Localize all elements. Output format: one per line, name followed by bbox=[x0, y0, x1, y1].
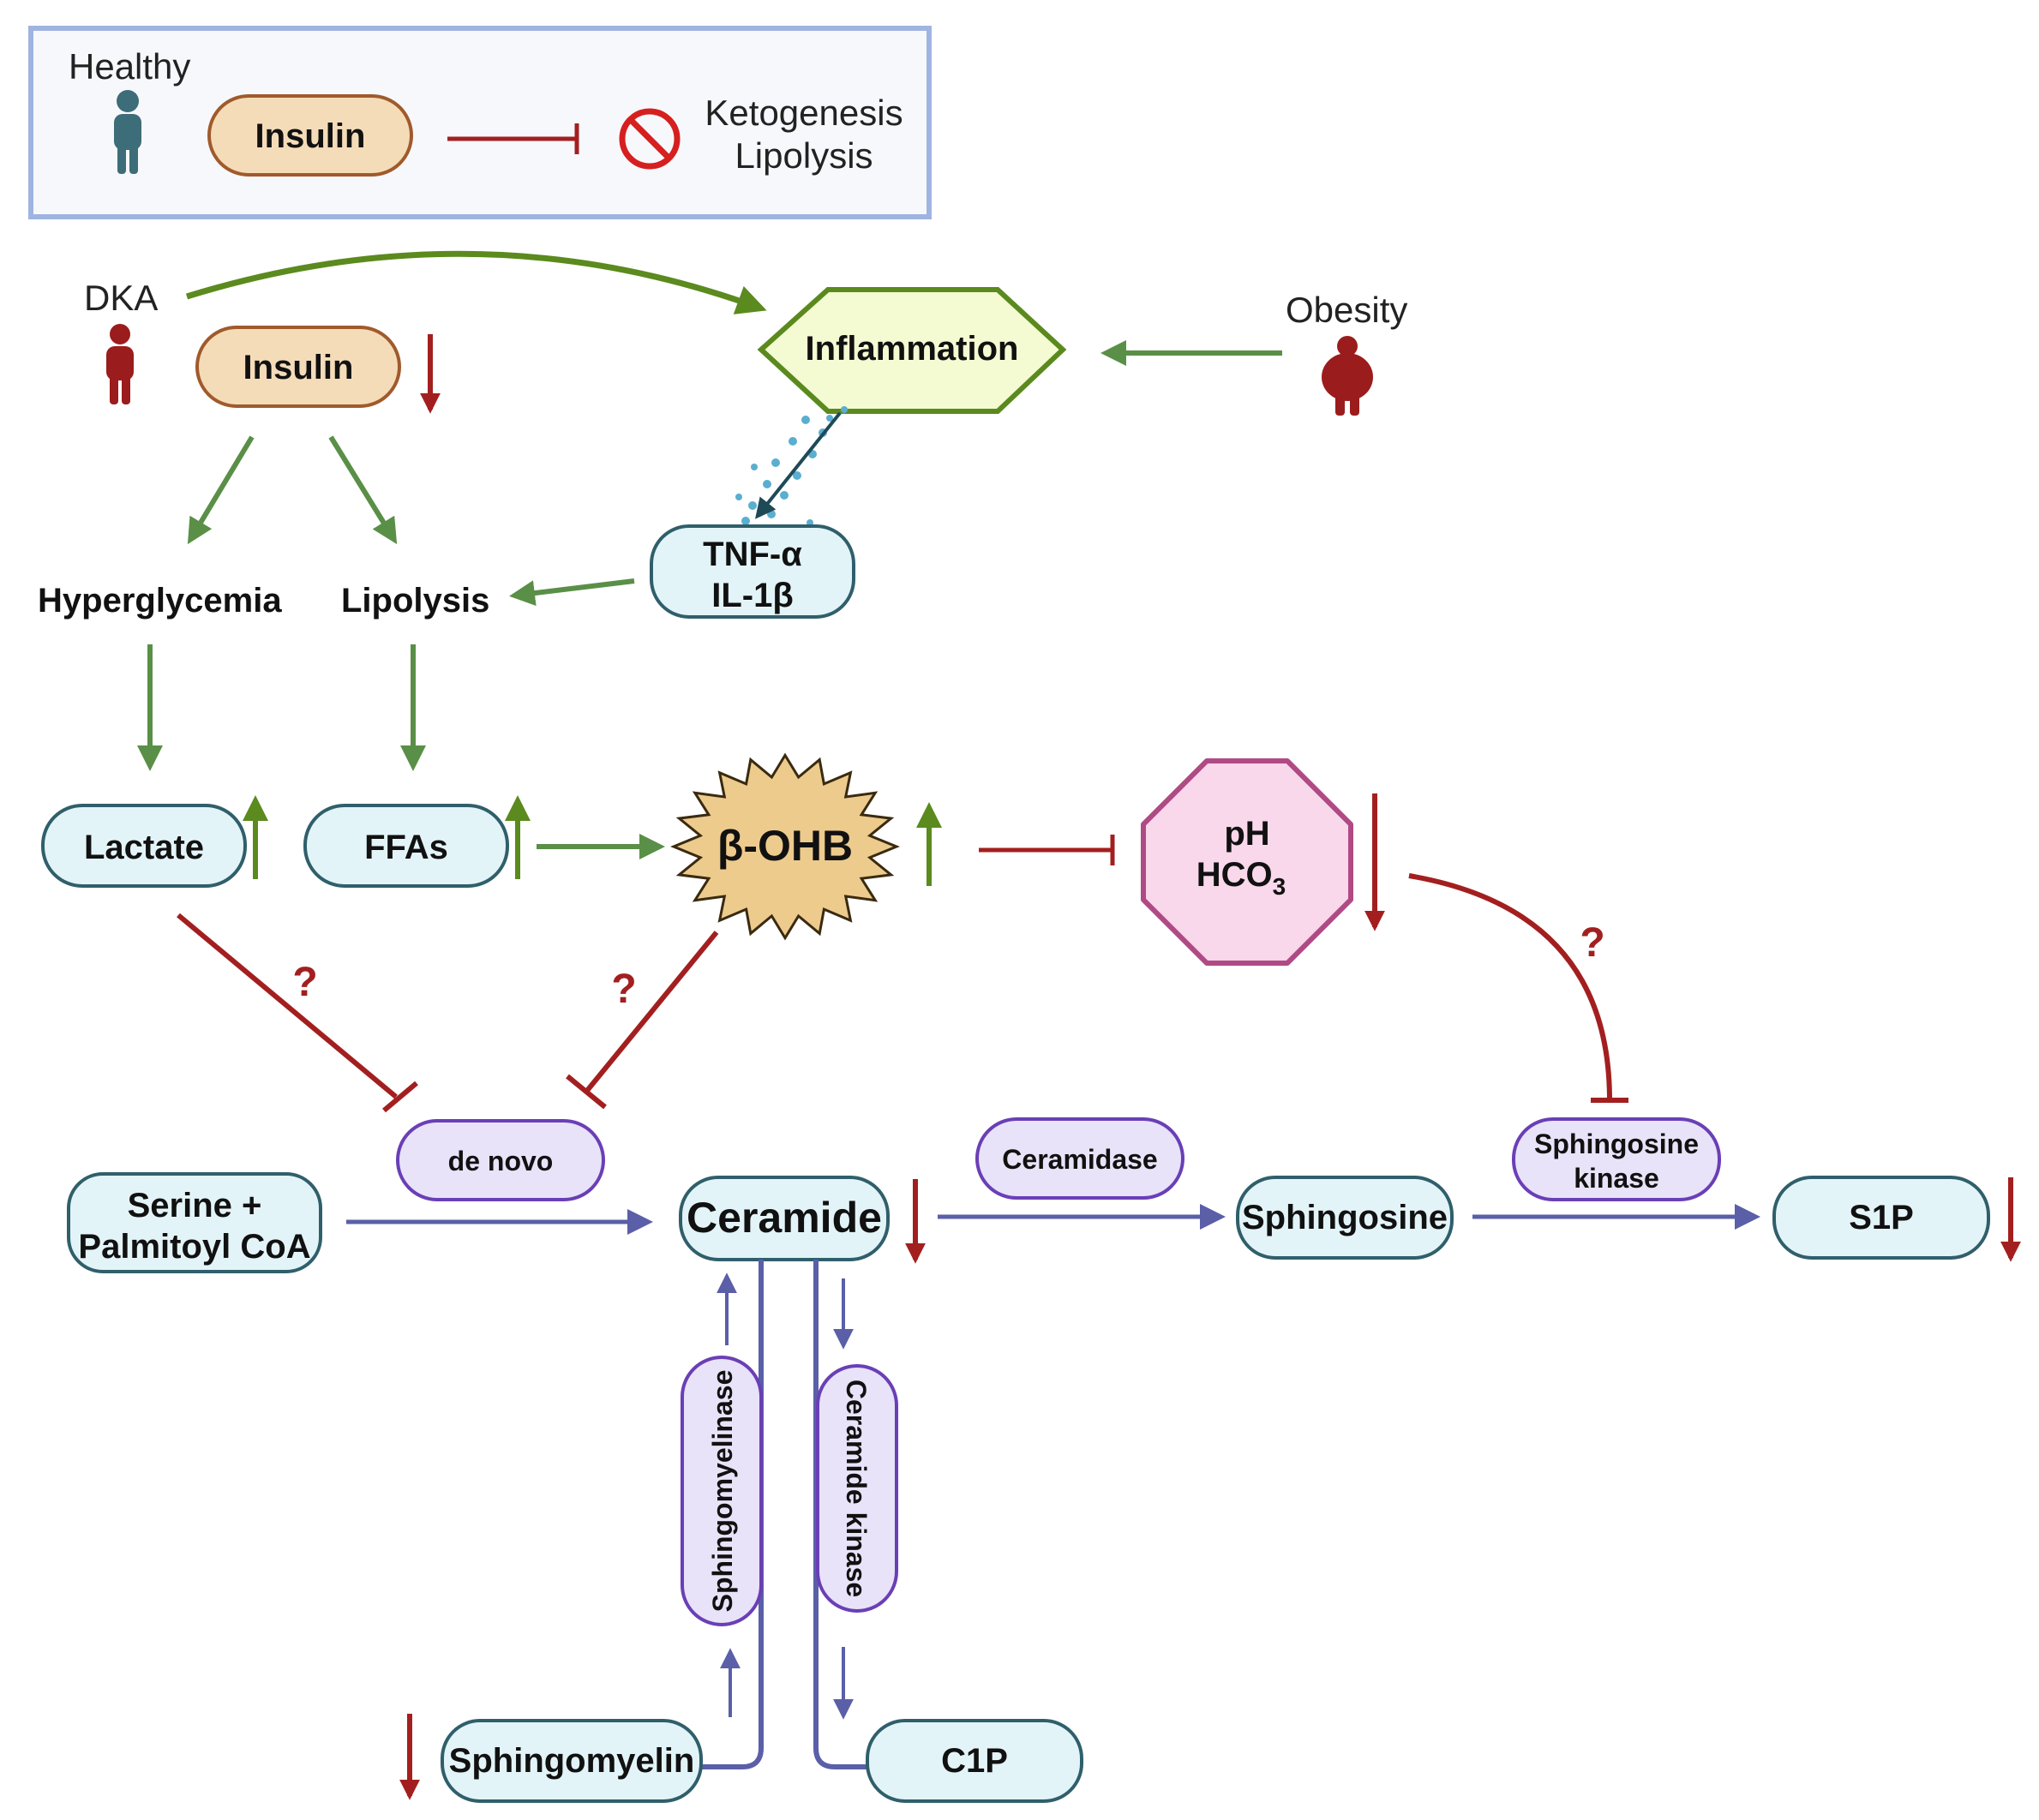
inflammation-to-cytokines-arrow bbox=[755, 411, 842, 519]
sphingomyelin-node bbox=[441, 1719, 703, 1803]
sphingomyelin-label: Sphingomyelin bbox=[449, 1742, 695, 1780]
healthy-person-icon bbox=[114, 90, 141, 174]
obesity-label: Obesity bbox=[1286, 290, 1407, 330]
sphingosine-kinase-label-line2: kinase bbox=[1574, 1163, 1659, 1194]
insulin-to-lipolysis-arrow bbox=[328, 435, 398, 545]
de-novo-enzyme bbox=[396, 1119, 605, 1201]
cytokines-node bbox=[650, 524, 855, 619]
sphingosine-label: Sphingosine bbox=[1242, 1199, 1448, 1236]
bohb-node bbox=[670, 752, 900, 941]
lipolysis-label: Lipolysis bbox=[341, 582, 489, 620]
legend-lipolysis-label: Lipolysis bbox=[735, 135, 873, 176]
dka-person-icon bbox=[106, 324, 134, 404]
ceramide-kinase-enzyme bbox=[816, 1364, 898, 1613]
ceramidase-enzyme bbox=[975, 1117, 1184, 1200]
bohb-label: β-OHB bbox=[717, 822, 853, 870]
lactate-inhibits-denovo-line bbox=[177, 913, 398, 1099]
serine-label-line2: Palmitoyl CoA bbox=[78, 1228, 310, 1266]
legend-insulin-pill bbox=[207, 94, 413, 177]
healthy-label: Healthy bbox=[69, 46, 190, 87]
sphingosine-kinase-enzyme bbox=[1512, 1117, 1721, 1201]
ffas-label: FFAs bbox=[364, 829, 448, 866]
il1b-label: IL-1β bbox=[711, 577, 794, 614]
sphingosine-kinase-label-line1: Sphingosine bbox=[1534, 1129, 1699, 1159]
ceramide-kinase-label: Ceramide kinase bbox=[841, 1380, 872, 1597]
c1p-node bbox=[866, 1719, 1083, 1803]
ceramide-node bbox=[679, 1176, 890, 1261]
lactate-node bbox=[41, 804, 247, 888]
ceramidase-label: Ceramidase bbox=[1002, 1144, 1157, 1175]
ceramide-c1p-connector bbox=[813, 1260, 867, 1769]
ceramide-sphingomyelin-connector bbox=[701, 1260, 764, 1769]
bohb-inhibits-denovo-line bbox=[584, 931, 719, 1093]
cytokines-to-lipolysis-arrow bbox=[509, 578, 635, 606]
ph-question-mark: ? bbox=[1580, 920, 1604, 966]
sphingomyelinase-enzyme bbox=[681, 1356, 763, 1626]
lactate-label: Lactate bbox=[84, 829, 204, 866]
dka-insulin-label: Insulin bbox=[243, 349, 354, 386]
healthy-legend: Healthy Insulin Ketogenesis Lipolysis bbox=[28, 26, 932, 219]
legend-ketogenesis-label: Ketogenesis bbox=[705, 93, 903, 133]
bohb-question-mark: ? bbox=[611, 967, 636, 1012]
ffas-node bbox=[303, 804, 509, 888]
de-novo-label: de novo bbox=[448, 1146, 554, 1176]
hyperglycemia-label: Hyperglycemia bbox=[38, 582, 282, 620]
ceramide-label: Ceramide bbox=[687, 1194, 882, 1242]
inflammation-label: Inflammation bbox=[806, 330, 1019, 368]
hco3-label: HCO3 bbox=[1196, 856, 1286, 900]
dka-label: DKA bbox=[84, 278, 158, 318]
bohb-inhibits-denovo-bar bbox=[566, 1074, 607, 1110]
lactate-question-mark: ? bbox=[292, 960, 317, 1005]
serine-node bbox=[67, 1172, 322, 1273]
ph-node bbox=[1141, 758, 1353, 966]
s1p-node bbox=[1772, 1176, 1990, 1260]
insulin-to-hyperglycemia-arrow bbox=[187, 435, 255, 545]
s1p-label: S1P bbox=[1849, 1199, 1914, 1236]
lactate-inhibits-denovo-bar bbox=[382, 1081, 418, 1113]
obesity-person-icon bbox=[1322, 336, 1373, 416]
ph-inhibits-sphk-line bbox=[1408, 873, 1612, 1101]
c1p-label: C1P bbox=[941, 1742, 1008, 1780]
dka-insulin-pill bbox=[195, 326, 401, 408]
tnf-label: TNF-α bbox=[703, 536, 802, 573]
legend-insulin-label: Insulin bbox=[255, 117, 366, 155]
ph-label: pH bbox=[1224, 815, 1269, 853]
prohibited-icon bbox=[619, 108, 681, 170]
inflammation-node bbox=[757, 287, 1067, 414]
sphingomyelinase-label: Sphingomyelinase bbox=[707, 1370, 738, 1613]
legend-frame bbox=[28, 26, 932, 219]
sphingosine-node bbox=[1236, 1176, 1454, 1260]
serine-label-line1: Serine + bbox=[128, 1187, 262, 1224]
dka-to-inflammation-arrow bbox=[185, 250, 767, 314]
